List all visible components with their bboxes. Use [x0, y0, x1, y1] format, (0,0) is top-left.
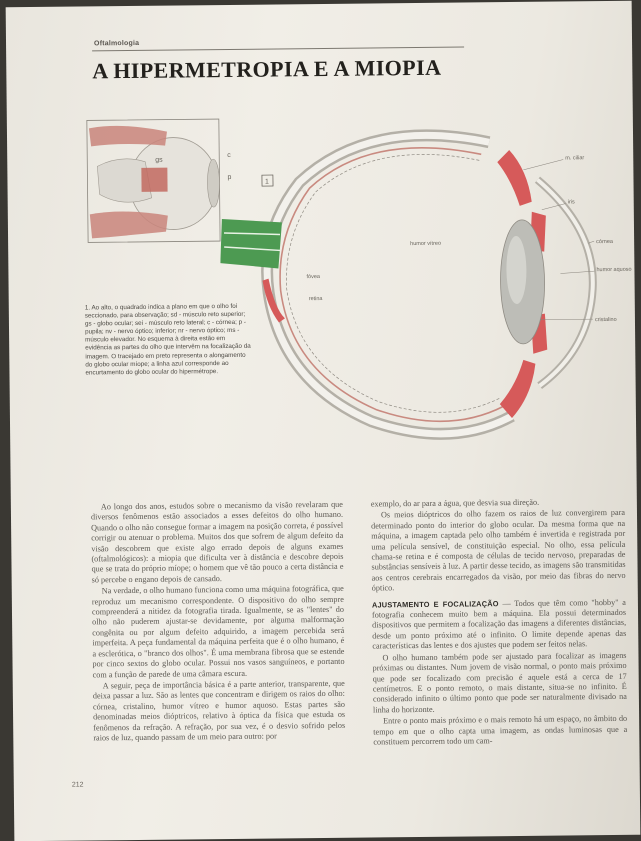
- body-paragraph: Na verdade, o olho humano funciona como …: [91, 584, 345, 679]
- optic-nerve-shape: [97, 158, 152, 203]
- eye-cross-section-figure: m. ciliar iris córnea humor aquoso crist…: [220, 129, 632, 440]
- upper-muscle: [88, 125, 167, 147]
- label-fovea: fóvea: [306, 274, 320, 280]
- ciliary-lower: [499, 359, 536, 419]
- body-paragraph: Ao longo dos anos, estudos sobre o mecan…: [90, 499, 344, 585]
- figure-caption: 1. Ao alto, o quadrado indica a plano em…: [84, 302, 251, 377]
- ciliary-upper: [497, 150, 532, 206]
- label-m-ciliar: m. ciliar: [565, 155, 584, 161]
- label-retina: retina: [309, 296, 324, 302]
- body-paragraph: Entre o ponto mais próximo e o mais remo…: [373, 713, 628, 747]
- body-paragraph: A seguir, peça de importância básica é a…: [92, 678, 346, 743]
- figure-number-box: 1: [261, 174, 274, 187]
- subsection-paragraph: AJUSTAMENTO E FOCALIZAÇÃO — Todos que tê…: [372, 597, 627, 652]
- cornea-shape: [207, 158, 220, 208]
- subsection-heading: AJUSTAMENTO E FOCALIZAÇÃO: [371, 598, 499, 610]
- retina-line: [279, 146, 505, 423]
- page-number: 212: [71, 781, 84, 789]
- optic-nerve: [220, 219, 282, 269]
- label-gs: gs: [155, 157, 163, 164]
- lower-muscle: [89, 211, 168, 239]
- label-cornea: córnea: [596, 239, 614, 245]
- section-kicker: Oftalmologia: [94, 39, 140, 48]
- label-cristalino: cristalino: [595, 317, 617, 323]
- label-p: p: [227, 174, 231, 181]
- body-paragraph: Os meios dióptricos do olho fazem os rai…: [371, 508, 626, 593]
- label-humor-vitreo: humor vítreo: [410, 241, 441, 247]
- muscle-block: [141, 167, 168, 192]
- figure-number: 1: [265, 179, 269, 186]
- magazine-page: Oftalmologia A HIPERMETROPIA E A MIOPIA …: [5, 0, 641, 841]
- label-c: c: [227, 152, 231, 159]
- body-paragraph: O olho humano também pode ser ajustado p…: [372, 650, 627, 715]
- sclera-inner: [263, 131, 514, 438]
- label-humor-aquoso: humor aquoso: [596, 267, 631, 273]
- dashed-outline: [286, 154, 500, 413]
- head-section-figure: gs c p: [86, 118, 231, 243]
- header-rule: [92, 46, 465, 52]
- body-column-left: Ao longo dos anos, estudos sobre o mecan…: [91, 500, 346, 803]
- label-iris: iris: [568, 199, 575, 205]
- body-column-right: exemplo, do ar para a água, que desvia s…: [371, 497, 628, 800]
- fovea-mark: [262, 278, 285, 323]
- page-title: A HIPERMETROPIA E A MIOPIA: [92, 54, 442, 84]
